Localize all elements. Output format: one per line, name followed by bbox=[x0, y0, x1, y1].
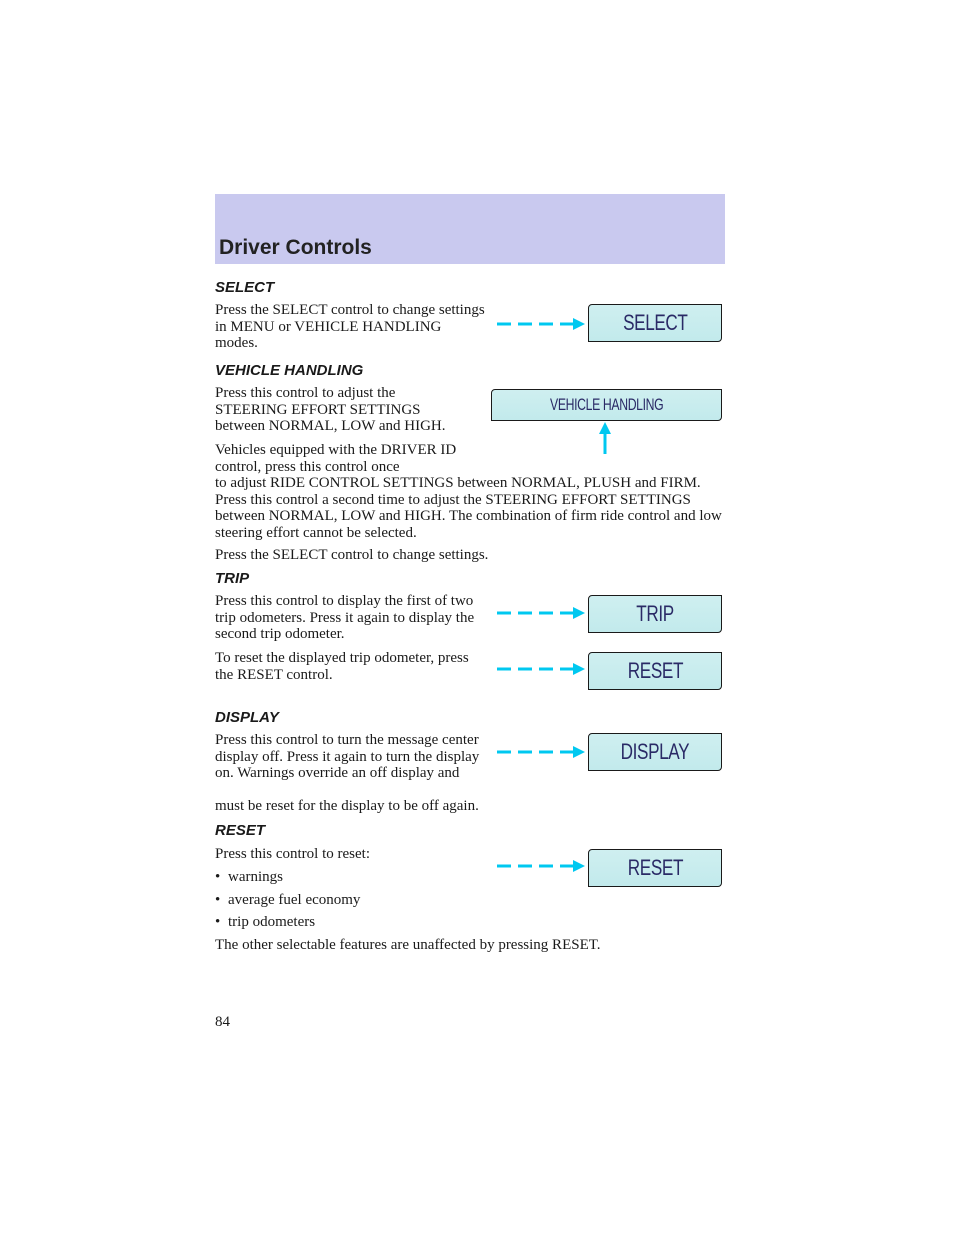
reset-button-label: RESET bbox=[627, 855, 683, 880]
display-button-label: DISPLAY bbox=[620, 739, 690, 764]
vehicle-handling-driver-id-text: Vehicles equipped with the DRIVER ID con… bbox=[215, 442, 457, 475]
heading-display: DISPLAY bbox=[215, 709, 279, 726]
trip-button-label: TRIP bbox=[636, 601, 674, 626]
trip-button[interactable]: TRIP bbox=[588, 595, 722, 633]
display-arrow bbox=[497, 746, 585, 758]
reset-arrow bbox=[497, 860, 585, 872]
heading-reset: RESET bbox=[215, 822, 266, 839]
trip-arrow bbox=[497, 607, 585, 619]
vehicle-handling-arrow bbox=[599, 422, 611, 454]
heading-select: SELECT bbox=[215, 279, 275, 296]
reset-list-item: average fuel economy bbox=[215, 892, 360, 909]
heading-trip: TRIP bbox=[215, 570, 250, 587]
reset-list-item: warnings bbox=[215, 869, 283, 886]
page-title: Driver Controls bbox=[219, 236, 372, 259]
vehicle-handling-button[interactable]: VEHICLE HANDLING bbox=[491, 389, 722, 421]
select-button[interactable]: SELECT bbox=[588, 304, 722, 342]
header-band bbox=[215, 194, 725, 264]
trip-description: Press this control to display the first … bbox=[215, 593, 475, 642]
display-description: Press this control to turn the message c… bbox=[215, 732, 480, 781]
display-button[interactable]: DISPLAY bbox=[588, 733, 722, 771]
page-number: 84 bbox=[215, 1014, 230, 1030]
trip-reset-arrow bbox=[497, 663, 585, 675]
reset-button[interactable]: RESET bbox=[588, 849, 722, 887]
trip-reset-button[interactable]: RESET bbox=[588, 652, 722, 690]
vehicle-handling-ride-control-text: to adjust RIDE CONTROL SETTINGS between … bbox=[215, 475, 722, 541]
select-arrow bbox=[497, 318, 585, 330]
select-description: Press the SELECT control to change setti… bbox=[215, 302, 485, 351]
vehicle-handling-select-text: Press the SELECT control to change setti… bbox=[215, 547, 489, 563]
heading-vehicle-handling: VEHICLE HANDLING bbox=[215, 362, 364, 379]
vehicle-handling-description: Press this control to adjust the STEERIN… bbox=[215, 385, 446, 434]
trip-reset-text: To reset the displayed trip odometer, pr… bbox=[215, 650, 469, 683]
display-description-cont: must be reset for the display to be off … bbox=[215, 798, 479, 814]
trip-reset-button-label: RESET bbox=[627, 658, 683, 683]
reset-list-item: trip odometers bbox=[215, 914, 315, 931]
reset-intro: Press this control to reset: bbox=[215, 846, 370, 862]
reset-outro: The other selectable features are unaffe… bbox=[215, 937, 601, 953]
select-button-label: SELECT bbox=[622, 310, 688, 335]
vehicle-handling-button-label: VEHICLE HANDLING bbox=[549, 395, 664, 414]
